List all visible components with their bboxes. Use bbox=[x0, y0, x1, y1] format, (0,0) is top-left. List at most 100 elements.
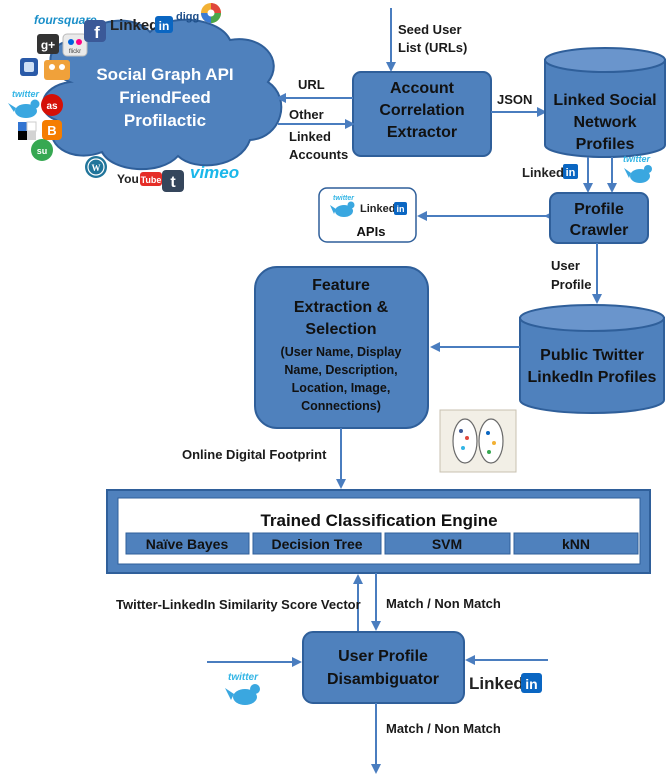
feature-line2: Extraction & bbox=[294, 299, 389, 316]
json-label: JSON bbox=[497, 92, 532, 107]
youtube-logo-tube: Tube bbox=[141, 175, 162, 185]
twitter-side-text: twitter bbox=[623, 154, 650, 164]
googleplus-logo-text: g+ bbox=[41, 38, 55, 52]
disamb-line1: User Profile bbox=[338, 648, 428, 665]
delicious-logo bbox=[18, 121, 37, 140]
account-line3: Extractor bbox=[387, 124, 457, 141]
classifier-naive-bayes-label: Naïve Bayes bbox=[146, 536, 229, 552]
footprint-label: Online Digital Footprint bbox=[182, 447, 327, 462]
linkedin-bottom-text: Linked bbox=[469, 674, 524, 693]
foursquare-logo: foursquare bbox=[34, 13, 97, 27]
classifier-decision-tree: Decision Tree bbox=[252, 532, 382, 555]
linked-db-line2: Network bbox=[573, 114, 636, 131]
classifier-svm-label: SVM bbox=[432, 536, 462, 552]
feature-line5: Name, Description, bbox=[284, 363, 397, 377]
twitter-cloud-text: twitter bbox=[12, 89, 39, 99]
seed-line1: Seed User bbox=[398, 22, 462, 37]
feature-line1: Feature bbox=[312, 277, 370, 294]
linkedin-logo-bottom: Linked in bbox=[469, 673, 542, 693]
linked-db-line1: Linked Social bbox=[553, 92, 656, 109]
classifier-naive-bayes: Naïve Bayes bbox=[125, 532, 250, 555]
vimeo-logo: vimeo bbox=[190, 163, 239, 182]
engine-title: Trained Classification Engine bbox=[260, 511, 497, 530]
lastfm-logo: as bbox=[41, 94, 63, 116]
account-line2: Correlation bbox=[379, 102, 464, 119]
linkedin-logo-top-text: Linked bbox=[110, 17, 158, 34]
linkedin-logo-top-in: in bbox=[159, 19, 170, 33]
cloud-shape bbox=[41, 18, 283, 170]
public-db-line1: Public Twitter bbox=[540, 347, 644, 364]
tumblr-logo: t bbox=[162, 170, 184, 192]
footprint-picture bbox=[439, 409, 517, 473]
tumblr-logo-text: t bbox=[170, 174, 176, 191]
linkedin-side-text: Linked bbox=[522, 165, 564, 180]
twitter-bird-bottom: twitter bbox=[225, 672, 260, 705]
classifier-decision-tree-label: Decision Tree bbox=[271, 536, 362, 552]
linked-profiles-database: Linked Social Network Profiles bbox=[544, 47, 666, 158]
profile-crawler-box: Profile Crawler bbox=[549, 192, 649, 244]
flickr-logo-text: flickr bbox=[69, 49, 81, 55]
linkedin-bottom-in: in bbox=[525, 676, 537, 692]
apis-linkedin-logo: Linked in bbox=[360, 202, 407, 215]
linkedin-side-in: in bbox=[566, 167, 576, 179]
other-line2: Linked bbox=[289, 129, 331, 144]
facebook-logo: f bbox=[84, 20, 106, 42]
match-top-label: Match / Non Match bbox=[386, 596, 501, 611]
feature-line7: Connections) bbox=[301, 399, 381, 413]
stumbleupon-logo: su bbox=[31, 139, 53, 161]
googleplus-logo: g+ bbox=[37, 34, 59, 54]
disamb-line2: Disambiguator bbox=[327, 671, 439, 688]
linked-db-line3: Profiles bbox=[576, 136, 635, 153]
classification-engine: Trained Classification Engine Naïve Baye… bbox=[106, 489, 651, 574]
crawler-line1: Profile bbox=[574, 201, 624, 218]
feature-line6: Location, Image, bbox=[292, 381, 391, 395]
feature-line3: Selection bbox=[305, 321, 376, 338]
stumbleupon-logo-text: su bbox=[37, 146, 48, 156]
picasa-icon bbox=[201, 3, 221, 23]
social-graph-cloud: Social Graph API FriendFeed Profilactic bbox=[41, 18, 283, 170]
youtube-logo: You Tube bbox=[117, 172, 162, 186]
disambiguator-box: User Profile Disambiguator bbox=[302, 631, 465, 704]
classifier-knn-label: kNN bbox=[562, 536, 590, 552]
blogger-logo-text: B bbox=[47, 123, 56, 138]
match-bottom-label: Match / Non Match bbox=[386, 721, 501, 736]
public-profiles-database: Public Twitter LinkedIn Profiles bbox=[519, 304, 665, 414]
crawler-line2: Crawler bbox=[570, 222, 629, 239]
delicious-like-icon bbox=[20, 58, 38, 76]
apis-twitter-text: twitter bbox=[333, 195, 355, 202]
people-icon bbox=[44, 60, 70, 80]
account-line1: Account bbox=[390, 80, 455, 97]
digg-logo: digg bbox=[176, 11, 199, 23]
facebook-logo-text: f bbox=[94, 23, 100, 42]
apis-twitter-bird bbox=[330, 201, 355, 217]
apis-box: twitter Linked in APIs bbox=[318, 187, 417, 243]
youtube-logo-you: You bbox=[117, 172, 139, 186]
classifier-knn: kNN bbox=[513, 532, 639, 555]
seed-line2: List (URLs) bbox=[398, 40, 467, 55]
flickr-logo: flickr bbox=[62, 33, 88, 57]
apis-linkedin-in: in bbox=[397, 204, 405, 214]
url-label: URL bbox=[298, 77, 325, 92]
cloud-line3: Profilactic bbox=[124, 111, 206, 130]
twitter-bird-side: twitter bbox=[623, 154, 652, 183]
classifier-svm: SVM bbox=[384, 532, 511, 555]
twitter-bird-cloud: twitter bbox=[8, 89, 40, 118]
other-line1: Other bbox=[289, 107, 324, 122]
similarity-label: Twitter-LinkedIn Similarity Score Vector bbox=[116, 597, 361, 612]
account-correlation-extractor-box: Account Correlation Extractor bbox=[352, 71, 492, 157]
other-line3: Accounts bbox=[289, 147, 348, 162]
wordpress-logo: W bbox=[85, 156, 107, 178]
cloud-line1: Social Graph API bbox=[96, 65, 233, 84]
cloud-logos: foursquare Linked in digg g+ flickr f bbox=[8, 3, 239, 192]
linkedin-logo-side: Linked in bbox=[522, 164, 578, 180]
feature-line4: (User Name, Display bbox=[281, 345, 402, 359]
cloud-line2: FriendFeed bbox=[119, 88, 211, 107]
apis-label: APIs bbox=[357, 224, 386, 239]
feature-extraction-box: Feature Extraction & Selection (User Nam… bbox=[254, 266, 429, 429]
wordpress-logo-text: W bbox=[92, 163, 101, 173]
apis-linkedin-text: Linked bbox=[360, 203, 395, 215]
blogger-logo: B bbox=[42, 120, 62, 140]
lastfm-logo-text: as bbox=[46, 101, 58, 112]
public-db-line2: LinkedIn Profiles bbox=[528, 369, 657, 386]
